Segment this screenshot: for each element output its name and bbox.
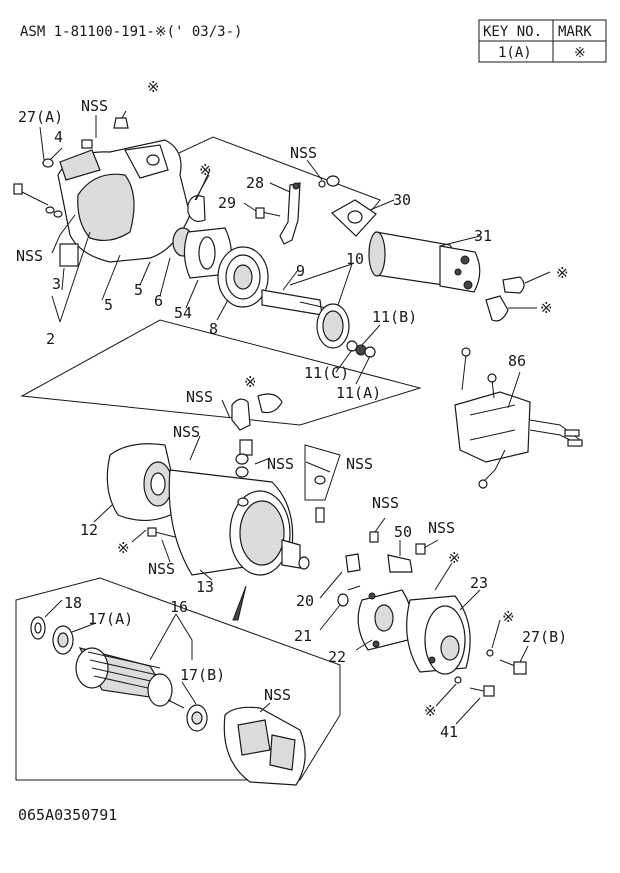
label-27a: 27(A) bbox=[18, 108, 63, 126]
label-20: 20 bbox=[296, 592, 314, 610]
label-27b: 27(B) bbox=[522, 628, 567, 646]
center-frame-group bbox=[93, 393, 341, 621]
rear-cover-group bbox=[319, 517, 529, 725]
label-2: 2 bbox=[46, 330, 55, 348]
label-nss-mid4: NSS bbox=[346, 455, 373, 473]
label-star-31a: ※ bbox=[556, 264, 569, 282]
label-nss-12: NSS bbox=[148, 560, 175, 578]
label-6: 6 bbox=[154, 292, 163, 310]
label-11a: 11(A) bbox=[336, 384, 381, 402]
label-10: 10 bbox=[346, 250, 364, 268]
label-star-gasket: ※ bbox=[199, 161, 212, 179]
mark-value: ※ bbox=[574, 45, 586, 61]
key-no-value: 1(A) bbox=[498, 45, 532, 61]
label-5b: 5 bbox=[134, 281, 143, 299]
key-no-header: KEY NO. bbox=[483, 24, 542, 40]
label-nss-mid2: NSS bbox=[173, 423, 200, 441]
label-8: 8 bbox=[209, 320, 218, 338]
label-nss-50b: NSS bbox=[428, 519, 455, 537]
label-86: 86 bbox=[508, 352, 526, 370]
label-nss-50a: NSS bbox=[372, 494, 399, 512]
label-13: 13 bbox=[196, 578, 214, 596]
label-17b: 17(B) bbox=[180, 666, 225, 684]
label-star-41: ※ bbox=[424, 702, 437, 720]
label-5a: 5 bbox=[104, 296, 113, 314]
label-9: 9 bbox=[296, 262, 305, 280]
harness-group bbox=[454, 347, 583, 489]
label-star-mid: ※ bbox=[244, 373, 257, 391]
label-star-31b: ※ bbox=[540, 299, 553, 317]
label-18: 18 bbox=[64, 594, 82, 612]
label-nss-yoke: NSS bbox=[264, 686, 291, 704]
label-nss-mid1: NSS bbox=[186, 388, 213, 406]
label-nss-left: NSS bbox=[16, 247, 43, 265]
label-21: 21 bbox=[294, 627, 312, 645]
label-11c: 11(C) bbox=[304, 364, 349, 382]
label-nss-mid3: NSS bbox=[267, 455, 294, 473]
label-16: 16 bbox=[170, 598, 188, 616]
middle-guide-frame bbox=[20, 319, 422, 426]
label-star-top: ※ bbox=[147, 78, 160, 96]
label-41: 41 bbox=[440, 723, 458, 741]
label-star-27b: ※ bbox=[502, 608, 515, 626]
label-nss-28: NSS bbox=[290, 144, 317, 162]
label-11b: 11(B) bbox=[372, 308, 417, 326]
label-23: 23 bbox=[470, 574, 488, 592]
label-31: 31 bbox=[474, 227, 492, 245]
assembly-code: ASM 1-81100-191-※(' 03/3-) bbox=[20, 24, 242, 40]
label-22: 22 bbox=[328, 648, 346, 666]
label-3: 3 bbox=[52, 275, 61, 293]
drive-housing-group bbox=[13, 110, 381, 385]
mark-header: MARK bbox=[558, 24, 592, 40]
label-30: 30 bbox=[393, 191, 411, 209]
key-table: KEY NO. MARK 1(A) ※ bbox=[478, 19, 607, 63]
solenoid-group bbox=[194, 159, 551, 322]
label-star-12: ※ bbox=[117, 539, 130, 557]
drawing-code: 065A0350791 bbox=[18, 806, 117, 824]
label-50: 50 bbox=[394, 523, 412, 541]
label-12: 12 bbox=[80, 521, 98, 539]
label-54: 54 bbox=[174, 304, 192, 322]
part-labels: 27(A) 4 NSS ※ NSS 3 2 5 5 6 54 8 9 10 ※ … bbox=[16, 78, 569, 741]
label-28: 28 bbox=[246, 174, 264, 192]
label-nss-top: NSS bbox=[81, 97, 108, 115]
label-29: 29 bbox=[218, 194, 236, 212]
armature-box-group bbox=[15, 577, 341, 786]
label-star-23: ※ bbox=[448, 549, 461, 567]
label-4: 4 bbox=[54, 128, 63, 146]
label-17a: 17(A) bbox=[88, 610, 133, 628]
